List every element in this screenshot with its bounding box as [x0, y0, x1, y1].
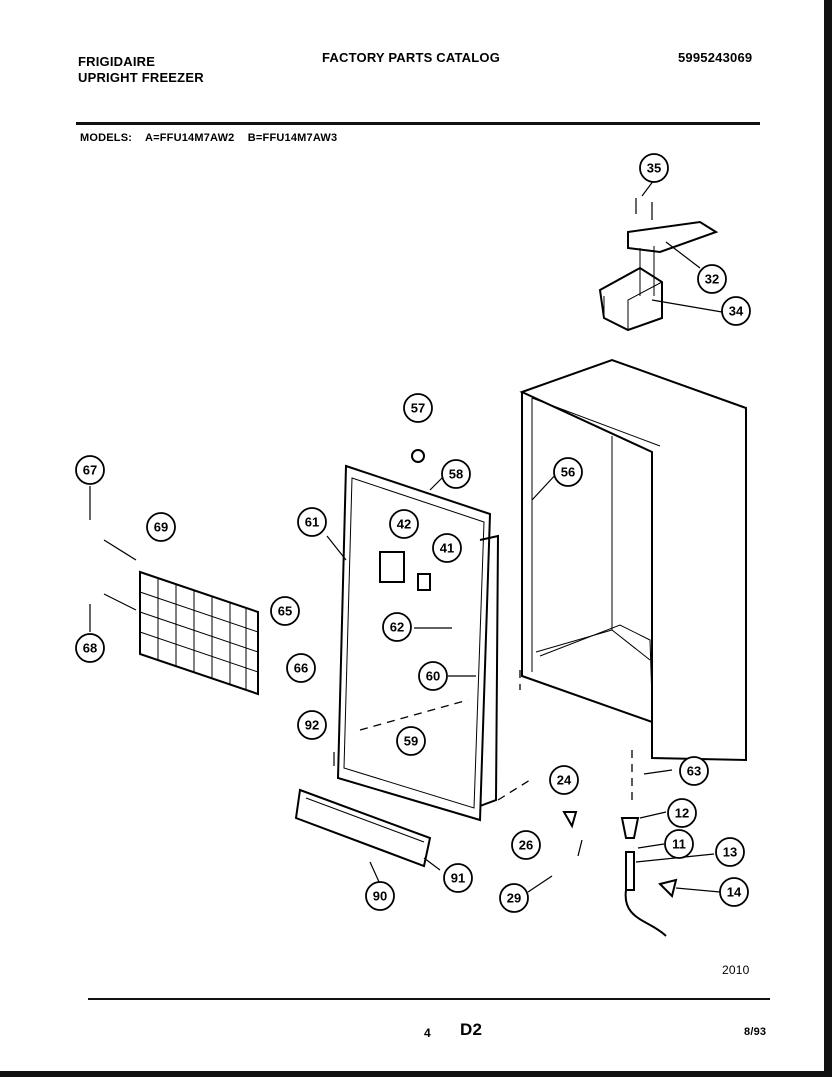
callout-61: 61 — [297, 507, 327, 537]
callout-label: 35 — [647, 161, 661, 176]
kick-plate — [294, 752, 441, 885]
product-type: UPRIGHT FREEZER — [78, 70, 204, 85]
callout-26: 26 — [511, 830, 541, 860]
catalog-number: 5995243069 — [678, 50, 753, 65]
callout-69: 69 — [146, 512, 176, 542]
callout-label: 57 — [411, 401, 425, 416]
callout-12: 12 — [667, 798, 697, 828]
callout-label: 32 — [705, 272, 719, 287]
callout-29: 29 — [499, 883, 529, 913]
callout-65: 65 — [270, 596, 300, 626]
model-a: A=FFU14M7AW2 — [144, 132, 235, 144]
callout-34: 34 — [721, 296, 751, 326]
callout-label: 69 — [154, 520, 168, 535]
header-rule — [76, 122, 760, 125]
door-assembly — [326, 449, 531, 822]
revision-date: 8/93 — [744, 1026, 767, 1038]
callout-label: 62 — [390, 620, 404, 635]
callout-62: 62 — [382, 612, 412, 642]
callout-label: 66 — [294, 661, 308, 676]
callout-group: 35 32 34 57 58 56 61 42 41 67 69 65 62 68 66 60 92 59 63 24… — [75, 153, 751, 913]
callout-label: 41 — [440, 541, 454, 556]
models-label: MODELS: — [80, 132, 133, 144]
callout-label: 56 — [561, 465, 575, 480]
callout-42: 42 — [389, 509, 419, 539]
callout-91: 91 — [443, 863, 473, 893]
cabinet-assembly — [519, 358, 747, 800]
callout-label: 29 — [507, 891, 521, 906]
callout-label: 13 — [723, 845, 737, 860]
callout-label: 34 — [729, 304, 744, 319]
figure-code: 2010 — [722, 963, 750, 977]
callout-label: 14 — [727, 885, 742, 900]
drain-assembly — [527, 769, 721, 937]
callout-label: 12 — [675, 806, 689, 821]
model-b: B=FFU14M7AW3 — [247, 132, 338, 144]
callout-24: 24 — [549, 765, 579, 795]
callout-56: 56 — [553, 457, 583, 487]
callout-60: 60 — [418, 661, 448, 691]
brand-name: FRIGIDAIRE — [78, 54, 156, 69]
callout-63: 63 — [679, 756, 709, 786]
top-hinge-assembly — [598, 179, 723, 332]
page-number: 4 — [424, 1026, 431, 1040]
callout-35: 35 — [639, 153, 669, 183]
callout-14: 14 — [719, 877, 749, 907]
callout-67: 67 — [75, 455, 105, 485]
callout-label: 91 — [451, 871, 465, 886]
catalog-title: FACTORY PARTS CATALOG — [322, 50, 501, 65]
callout-66: 66 — [286, 653, 316, 683]
callout-label: 65 — [278, 604, 292, 619]
callout-label: 92 — [305, 718, 319, 733]
section-code: D2 — [460, 1020, 483, 1039]
callout-59: 59 — [396, 726, 426, 756]
callout-label: 60 — [426, 669, 440, 684]
callout-label: 11 — [672, 837, 686, 852]
callout-label: 67 — [83, 463, 97, 478]
callout-11: 11 — [664, 829, 694, 859]
footer-rule — [88, 998, 770, 1000]
models-line: MODELS: A=FFU14M7AW2 B=FFU14M7AW3 — [80, 132, 347, 144]
callout-label: 59 — [404, 734, 418, 749]
callout-57: 57 — [403, 393, 433, 423]
callout-58: 58 — [441, 459, 471, 489]
callout-label: 26 — [519, 838, 533, 853]
toe-grille — [89, 486, 259, 696]
callout-label: 63 — [687, 764, 701, 779]
callout-label: 24 — [557, 773, 572, 788]
callout-label: 68 — [83, 641, 97, 656]
callout-41: 41 — [432, 533, 462, 563]
callout-13: 13 — [715, 837, 745, 867]
callout-68: 68 — [75, 633, 105, 663]
callout-label: 61 — [305, 515, 319, 530]
callout-92: 92 — [297, 710, 327, 740]
callout-90: 90 — [365, 881, 395, 911]
callout-label: 42 — [397, 517, 411, 532]
callout-label: 90 — [373, 889, 387, 904]
callout-label: 58 — [449, 467, 463, 482]
callout-32: 32 — [697, 264, 727, 294]
